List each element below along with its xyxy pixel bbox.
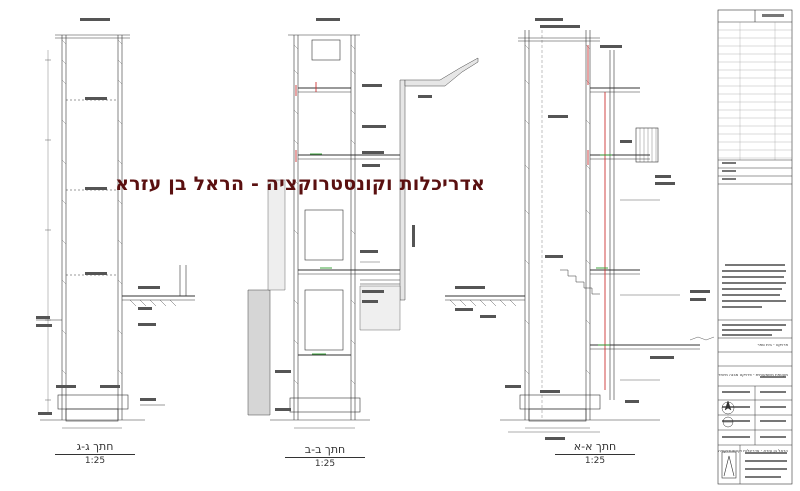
title-block-frame	[717, 9, 793, 485]
section-b-hatching	[293, 44, 356, 385]
section-b-scale: 1:25	[314, 459, 336, 469]
section-b-drawing	[270, 34, 405, 429]
section-c-hatching	[61, 39, 123, 375]
section-b-name: חתך ב-ב	[285, 443, 365, 458]
section-b-terrain	[247, 57, 479, 416]
title-block-drawing-title: מעטפת משמעותית - פרויקט מבנה מיוחד	[718, 372, 788, 377]
section-a-drawing	[445, 30, 715, 433]
section-c-name: חתך ג-ג	[55, 440, 135, 455]
north-arrow-icon	[721, 400, 735, 428]
title-block-rows	[718, 159, 792, 484]
section-a-name: חתך א-א	[555, 440, 635, 455]
section-c-annotations	[36, 18, 160, 415]
title-block-revision-grid	[718, 22, 792, 160]
title-block-notes	[722, 14, 787, 478]
section-label-a: חתך א-א 1:25	[555, 440, 635, 466]
section-c-scale: 1:25	[84, 456, 106, 466]
section-b-colored-details	[295, 82, 332, 355]
office-logo	[721, 451, 737, 479]
section-b-annotations	[275, 18, 432, 411]
overlay-title: אדריכלות וקונסטרוקציה - הראל בן עזרא	[115, 173, 485, 195]
section-a-annotations	[455, 18, 710, 440]
section-c-drawing	[36, 34, 195, 429]
section-a-scale: 1:25	[584, 456, 606, 466]
title-block-project: פרויקט - בית ספר	[757, 342, 788, 347]
section-a-colored-details	[587, 45, 612, 390]
section-label-b: חתך ב-ב 1:25	[285, 443, 365, 469]
title-block-office: הראל בן עזרא - אדריכלות וקונסטרוקציה	[718, 448, 788, 453]
section-label-c: חתך ג-ג 1:25	[55, 440, 135, 466]
